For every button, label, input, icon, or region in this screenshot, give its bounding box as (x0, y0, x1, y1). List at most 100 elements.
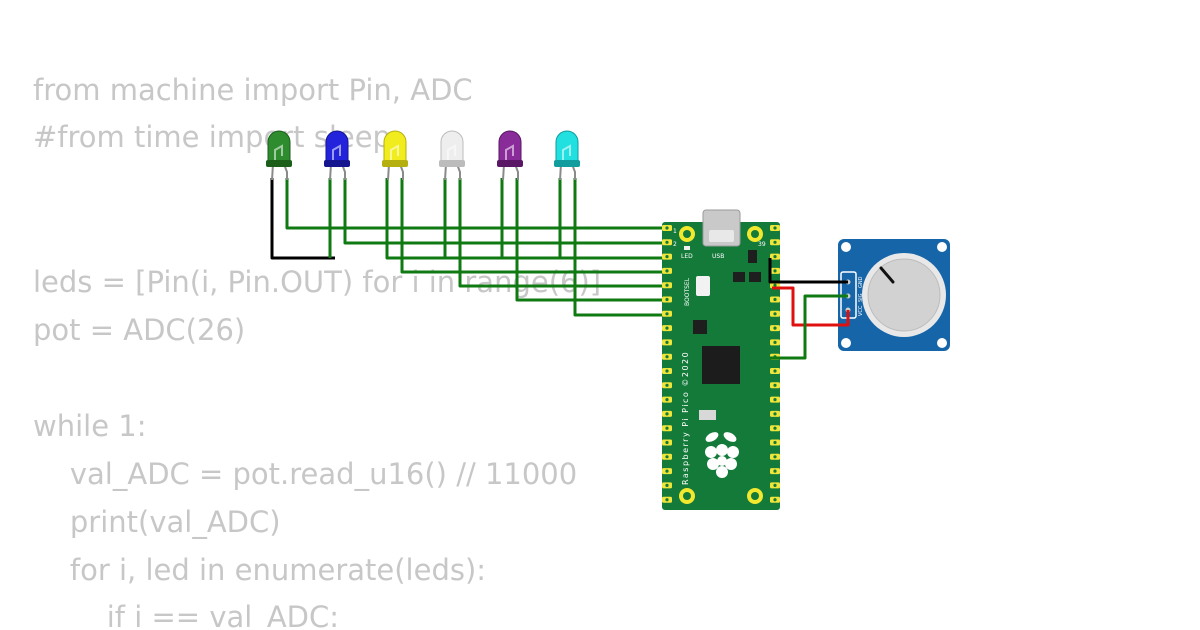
wire-led-yellow-gnd[interactable] (385, 178, 670, 260)
led-green[interactable] (266, 130, 292, 181)
raspberry-pi-pico[interactable]: USB LED 1 2 39 BOOTSEL Raspberry Pi Pico… (662, 209, 780, 510)
pico-pin-hole (665, 297, 669, 302)
code-line: if i == val_ADC: (33, 600, 339, 630)
wire-pot-sig[interactable] (770, 294, 848, 360)
pot-hole (841, 338, 851, 348)
pico-pin-hole (773, 297, 777, 302)
pico-pin-headers (662, 225, 780, 503)
led-highlight (505, 144, 514, 160)
pico-pin-hole (773, 440, 777, 445)
pico-pin-hole (773, 426, 777, 430)
led-rim (439, 160, 465, 167)
potentiometer-module[interactable]: GND SIG VCC (838, 239, 950, 351)
wire-pot-gnd[interactable] (768, 258, 848, 284)
wire-led-purple-signal[interactable] (515, 178, 670, 302)
pot-label-gnd: GND (858, 276, 864, 288)
pico-pin-hole (773, 226, 777, 230)
pico-pin-hole (773, 326, 777, 330)
code-line: pot = ADC(26) (33, 313, 245, 347)
pico-pin-hole (773, 340, 777, 344)
pot-knob[interactable] (867, 258, 941, 332)
pico-pin-hole (773, 369, 777, 373)
pico-pin-hole (665, 355, 669, 359)
led-highlight (447, 144, 456, 160)
pin2-label: 2 (673, 241, 677, 248)
wire-led-green-gnd[interactable] (270, 178, 335, 260)
pico-pin-hole (665, 412, 669, 416)
crystal (699, 410, 716, 420)
pico-pin-hole (665, 340, 669, 344)
code-line: for i, led in enumerate(leds): (33, 553, 486, 587)
chip (749, 272, 761, 282)
usb-label: USB (712, 253, 724, 260)
led-white[interactable] (439, 130, 465, 181)
pico-pin-hole (773, 255, 777, 259)
pot-label-sig: SIG (858, 293, 864, 302)
chip (693, 320, 707, 334)
code-listing: from machine import Pin, ADC #from time … (33, 73, 601, 630)
usb-connector-inner (709, 230, 734, 242)
pico-pin-hole (665, 498, 669, 502)
pot-hole (937, 338, 947, 348)
code-line: val_ADC = pot.read_u16() // 11000 (33, 457, 577, 491)
pico-pin-hole (773, 398, 777, 402)
led-blue[interactable] (324, 130, 350, 181)
pico-pin-hole (773, 498, 777, 502)
led-wires (270, 178, 670, 317)
code-line: print(val_ADC) (33, 505, 281, 539)
wire-led-white-signal[interactable] (458, 178, 670, 288)
chip (733, 272, 745, 282)
pico-pin-hole (665, 383, 669, 387)
pot-hole (937, 242, 947, 252)
raspberry-logo-icon (705, 432, 739, 478)
led-highlight (274, 144, 283, 160)
bootsel-label: BOOTSEL (684, 277, 691, 306)
led-purple[interactable] (497, 130, 523, 181)
pico-pin-hole (665, 469, 669, 473)
pot-label-vcc: VCC (858, 305, 864, 316)
pico-pin-hole (773, 483, 777, 487)
led-label: LED (681, 253, 693, 260)
pico-pin-hole (665, 283, 669, 287)
led-highlight (562, 144, 571, 160)
led-highlight (390, 144, 399, 160)
pico-pin-hole (773, 412, 777, 416)
wire-led-blue-signal[interactable] (343, 178, 670, 245)
pico-pin-hole (665, 483, 669, 487)
pico-pin-hole (665, 240, 669, 244)
mount-hole (751, 492, 759, 500)
wire-pot-vcc[interactable] (772, 286, 850, 327)
code-line: while 1: (33, 409, 147, 443)
wire-led-cyan-signal[interactable] (573, 178, 670, 317)
pico-pin-hole (665, 426, 669, 430)
pico-pin-hole (665, 369, 669, 373)
mount-hole (751, 230, 759, 238)
chip (748, 250, 757, 263)
mount-hole (683, 230, 691, 238)
wire-led-green-signal[interactable] (285, 178, 670, 230)
pico-pin-hole (773, 469, 777, 473)
led-rim (497, 160, 523, 167)
pico-pin-hole (665, 312, 669, 316)
pico-pin-hole (665, 226, 669, 230)
mount-hole (683, 492, 691, 500)
pot-wires (768, 258, 850, 360)
pico-pin-hole (665, 269, 669, 273)
led-cyan[interactable] (554, 130, 580, 181)
pin39-label: 39 (758, 241, 766, 248)
pot-knob-indicator (879, 266, 895, 284)
bootsel-button[interactable] (696, 276, 710, 296)
pico-pin-hole (773, 283, 777, 287)
pico-pin-hole (773, 312, 777, 316)
pico-pin-hole (665, 398, 669, 402)
pico-pin-hole (665, 255, 669, 259)
pico-pin-hole (773, 269, 777, 273)
code-line: from machine import Pin, ADC (33, 73, 473, 107)
wire-led-yellow-signal[interactable] (400, 178, 670, 274)
pico-pin-hole (665, 326, 669, 330)
led-rim (324, 160, 350, 167)
led-yellow[interactable] (382, 130, 408, 181)
led-rim (382, 160, 408, 167)
pico-pin-hole (665, 455, 669, 459)
